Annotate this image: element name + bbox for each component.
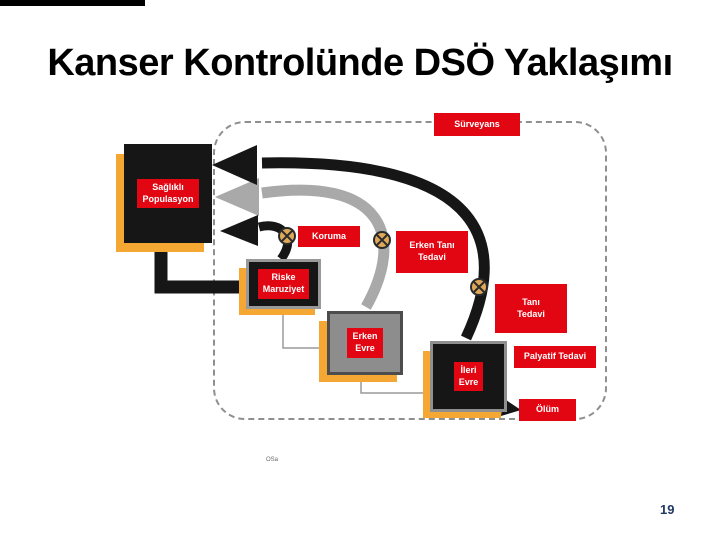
risk-exposure-box: Riske Maruziyet [246,259,321,309]
early-stage-label: Erken Evre [347,328,383,358]
healthy-population-label: Sağlıklı Populasyon [137,178,199,209]
risk-exposure-label: Riske Maruziyet [257,269,310,299]
advanced-stage-box: İleri Evre [430,341,507,412]
advanced-stage-label: İleri Evre [453,361,484,392]
palliative-treatment-tag: Palyatif Tedavi [514,346,596,368]
page-number: 19 [660,502,675,517]
slide-title: Kanser Kontrolünde DSÖ Yaklaşımı [47,42,673,84]
diagnosis-treatment-tag: Tanı Tedavi [495,284,567,333]
early-diagnosis-treatment-tag: Erken Tanı Tedavi [396,231,468,273]
footnote-text: OSa [266,457,279,463]
protection-tag: Koruma [298,226,360,247]
healthy-population-box: Sağlıklı Populasyon [124,144,212,243]
early-stage-box: Erken Evre [327,311,403,375]
death-tag: Ölüm [519,399,576,421]
top-edge-artifact [0,0,145,6]
surveillance-tag: Sürveyans [434,113,520,136]
